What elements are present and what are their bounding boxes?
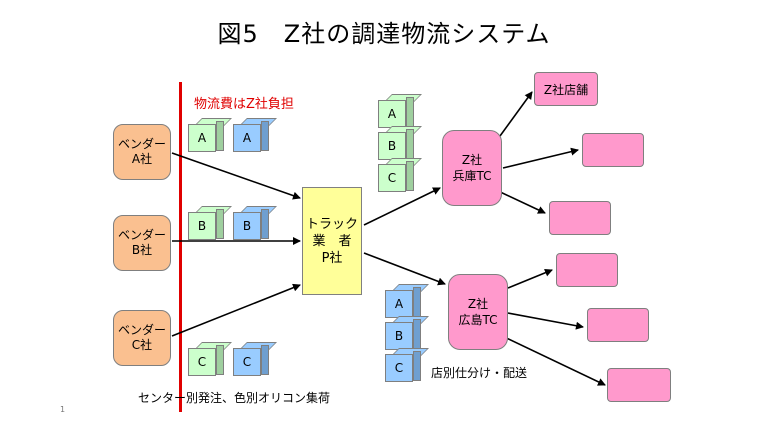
store-box: Z社店舗 xyxy=(534,72,598,106)
arrow-hyogo-to-store-1 xyxy=(499,91,533,137)
store-box xyxy=(549,201,611,235)
store-box xyxy=(582,133,644,167)
vendor-a-box: ベンダー A社 xyxy=(113,124,171,180)
cost-boundary-label: 物流費はZ社負担 xyxy=(194,97,294,112)
arrow-hiroshima-to-store-4 xyxy=(507,268,553,289)
arrow-hyogo-to-store-2 xyxy=(502,147,579,169)
arrow-vendor-c-to-trucker xyxy=(171,283,301,337)
tote-green: C xyxy=(188,342,232,376)
arrow-hiroshima-to-store-6 xyxy=(495,332,606,386)
tote-green: C xyxy=(378,158,422,192)
arrow-trucker-to-hiroshima xyxy=(363,252,446,286)
vendor-b-box: ベンダー B社 xyxy=(113,215,171,271)
tote-green: A xyxy=(378,94,422,128)
ordering-note: センター別発注、色別オリコン集荷 xyxy=(138,391,331,405)
tote-blue: A xyxy=(385,284,429,318)
hyogo-tc-box: Z社 兵庫TC xyxy=(442,130,502,206)
arrow-hiroshima-to-store-5 xyxy=(507,312,584,330)
store-box xyxy=(607,368,671,402)
arrow-vendor-a-to-trucker xyxy=(171,152,301,200)
tote-blue: B xyxy=(385,316,429,350)
store-box xyxy=(556,253,618,287)
trucker-box: トラック 業 者 P社 xyxy=(302,187,362,295)
cost-boundary-line xyxy=(179,82,182,412)
tote-green: B xyxy=(378,126,422,160)
page-title: 図5 Z社の調達物流システム xyxy=(217,20,551,48)
tote-green: A xyxy=(188,118,232,152)
page-number: 1 xyxy=(60,405,66,414)
tote-blue: C xyxy=(233,342,277,376)
tote-blue: C xyxy=(385,348,429,382)
sort-delivery-note: 店別仕分け・配送 xyxy=(431,366,528,380)
tote-green: B xyxy=(188,206,232,240)
hiroshima-tc-box: Z社 広島TC xyxy=(448,274,508,350)
arrow-trucker-to-hyogo xyxy=(363,187,441,226)
vendor-c-box: ベンダー C社 xyxy=(113,310,171,366)
tote-blue: B xyxy=(233,206,277,240)
tote-blue: A xyxy=(233,118,277,152)
store-box xyxy=(587,308,649,342)
arrow-hyogo-to-store-3 xyxy=(495,189,546,214)
